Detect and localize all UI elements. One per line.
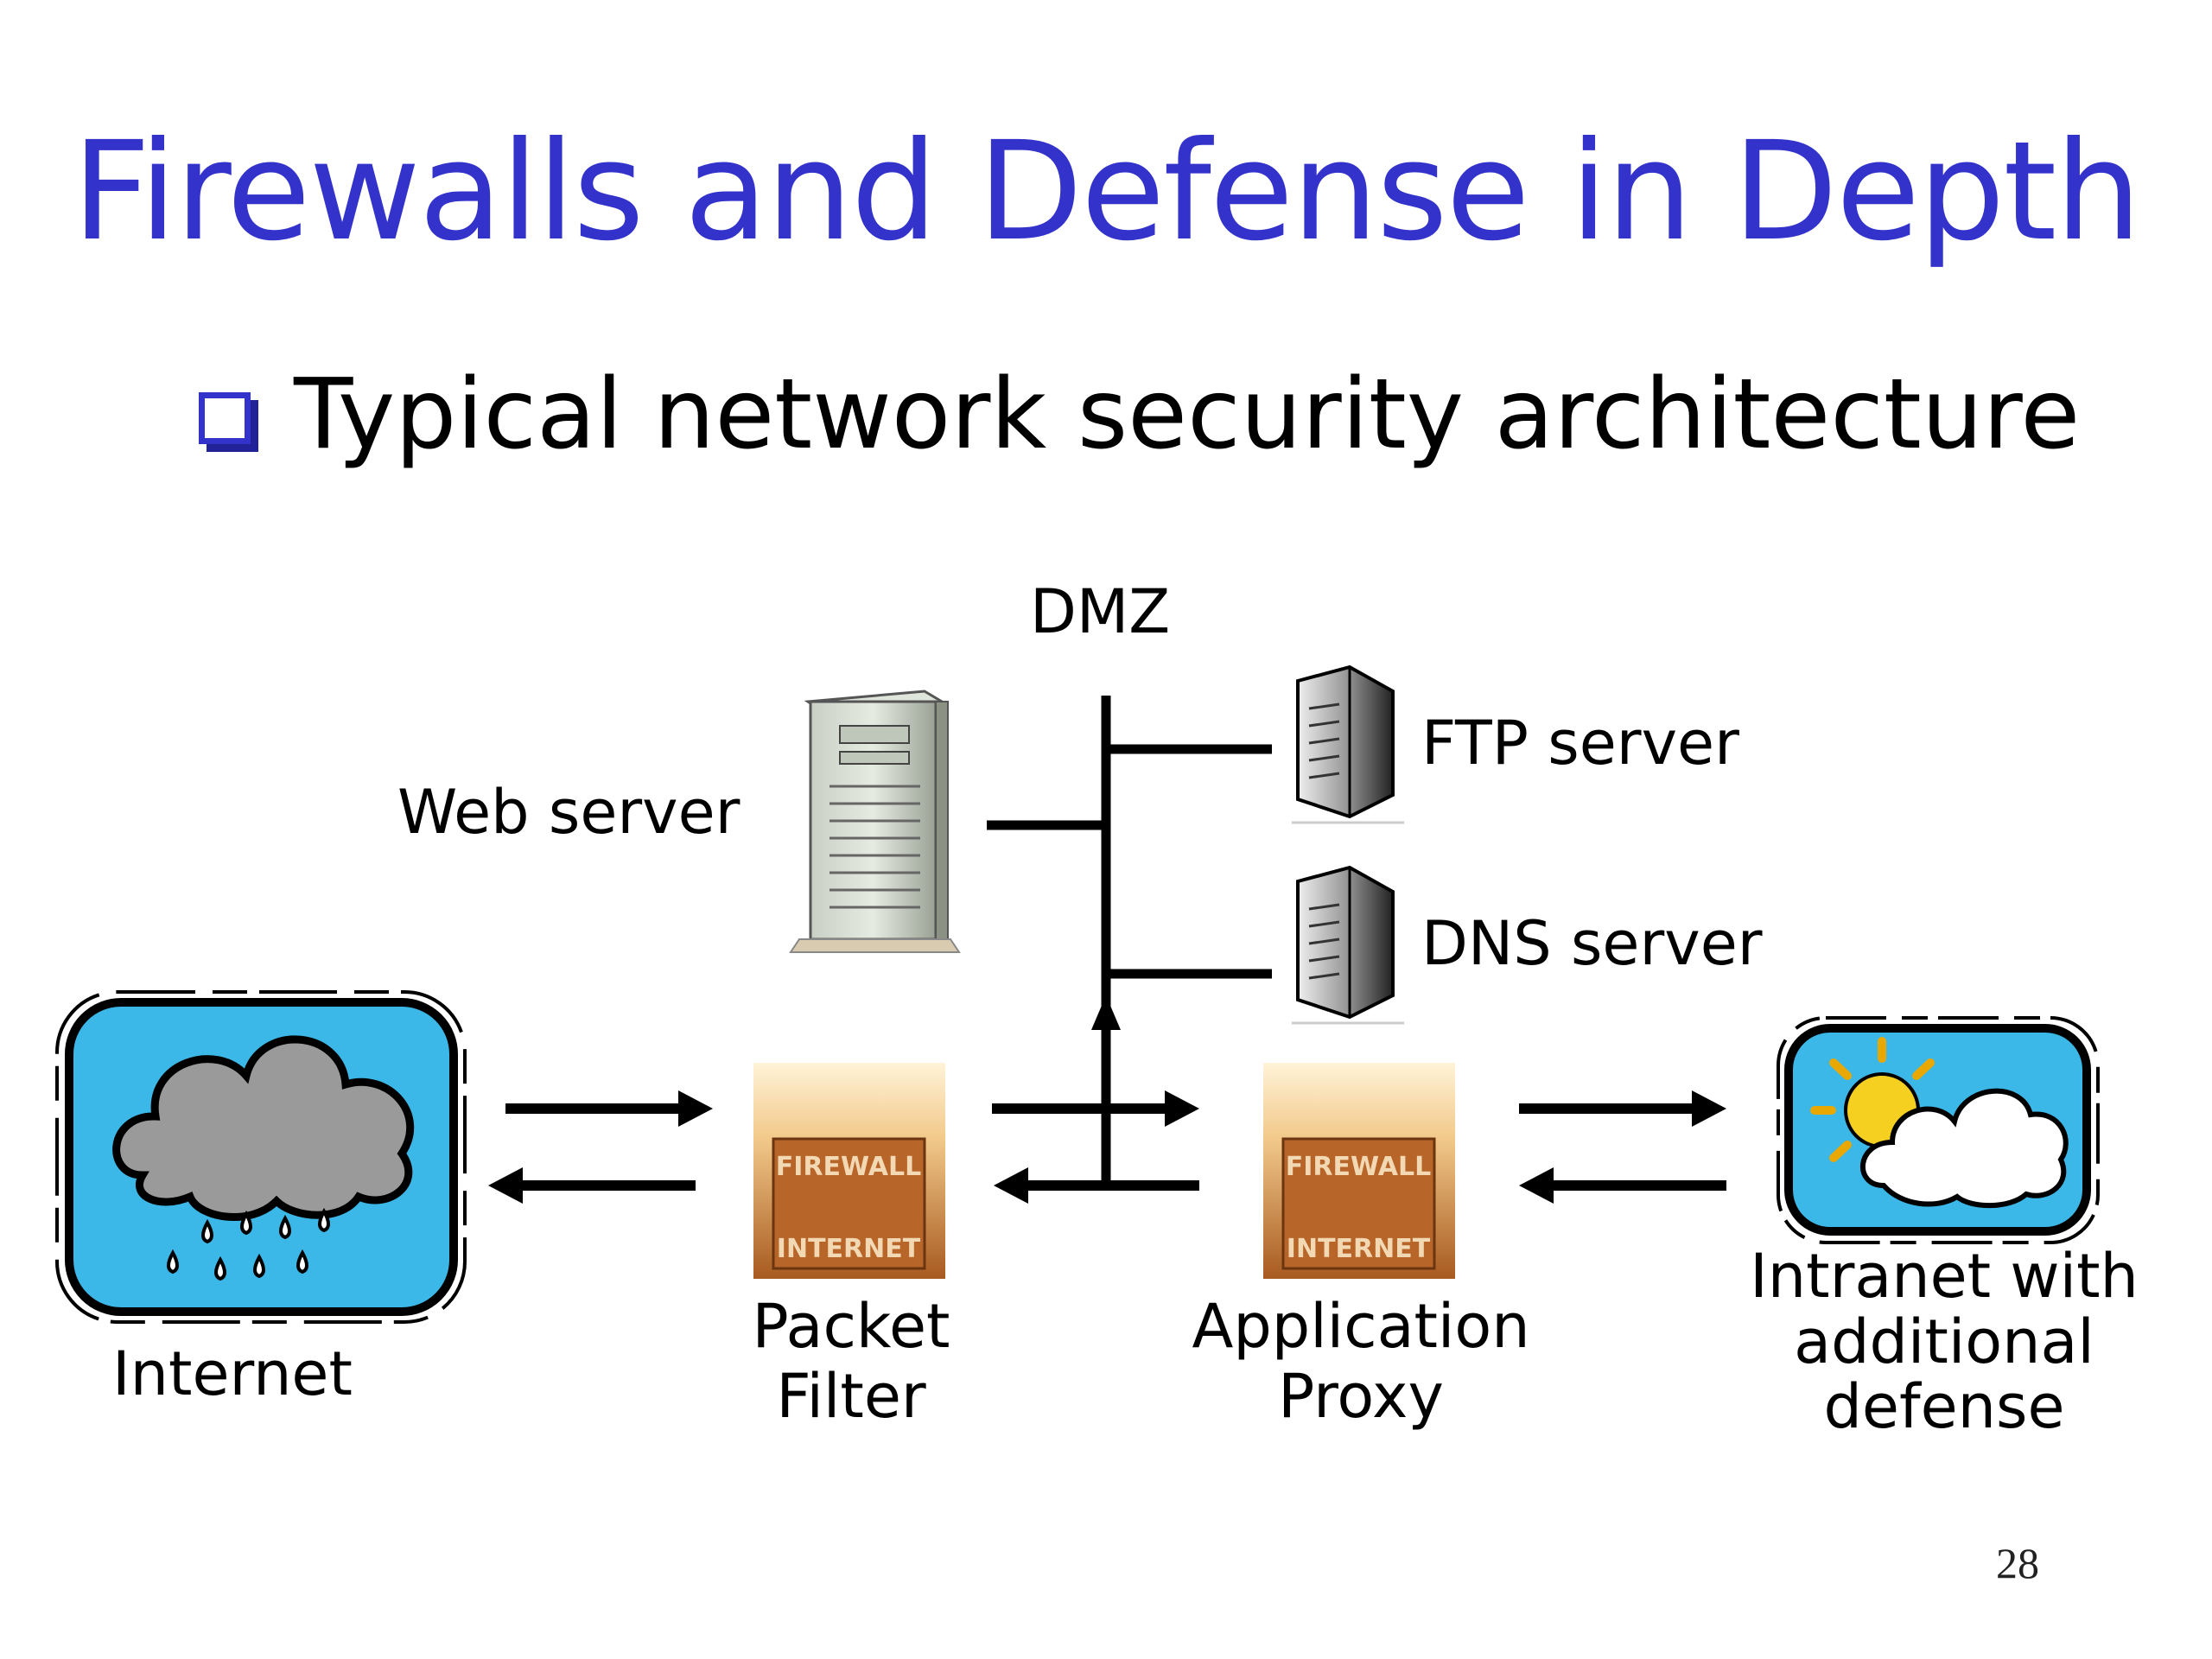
packet-filter-label-line-2: Filter: [776, 1360, 926, 1432]
dns-server-icon: [1292, 865, 1404, 1025]
proxy-intranet-arrows: [1519, 1090, 1726, 1204]
application-proxy-label: Application Proxy: [1179, 1292, 1542, 1431]
intranet-label-line-2: additional: [1794, 1306, 2094, 1377]
intranet-sunny-cloud-icon: [1777, 1016, 2100, 1244]
packet-filter-firewall-icon: FIREWALL INTERNET: [753, 1063, 945, 1279]
web-server-icon: [789, 690, 961, 953]
packet-filter-label-line-1: Packet: [752, 1291, 950, 1362]
application-proxy-label-line-2: Proxy: [1278, 1360, 1444, 1432]
internet-label: Internet: [112, 1338, 353, 1409]
bullet-item: Typical network security architecture: [199, 350, 2080, 480]
application-proxy-label-line-1: Application: [1192, 1291, 1530, 1362]
intranet-label-line-1: Intranet with: [1750, 1241, 2139, 1312]
packet-filter-firewall-text: FIREWALL: [776, 1152, 921, 1182]
slide-title: Firewalls and Defense in Depth: [72, 112, 2142, 271]
packet-filter-internet-text: INTERNET: [777, 1234, 921, 1264]
square-bullet-icon: [199, 392, 251, 444]
dmz-label: DMZ: [1030, 576, 1171, 647]
packet-filter-label: Packet Filter: [717, 1292, 985, 1431]
internet-cloud-icon: [55, 990, 467, 1324]
ftp-server-icon: [1292, 664, 1404, 824]
proxy-firewall-text: FIREWALL: [1286, 1152, 1431, 1182]
intranet-label-line-3: defense: [1823, 1371, 2065, 1443]
page-number: 28: [1996, 1539, 2039, 1587]
intranet-label: Intranet with additional defense: [1719, 1241, 2169, 1443]
web-server-label: Web server: [397, 777, 741, 848]
application-proxy-firewall-icon: FIREWALL INTERNET: [1263, 1063, 1455, 1279]
packet-filter-proxy-arrows: [992, 1090, 1199, 1204]
bullet-text: Typical network security architecture: [294, 359, 2081, 471]
dmz-bus: [987, 696, 1272, 1184]
internet-packet-filter-arrows: [488, 1090, 713, 1204]
dns-server-label: DNS server: [1421, 908, 1763, 979]
proxy-internet-text: INTERNET: [1287, 1234, 1431, 1264]
ftp-server-label: FTP server: [1421, 708, 1739, 779]
